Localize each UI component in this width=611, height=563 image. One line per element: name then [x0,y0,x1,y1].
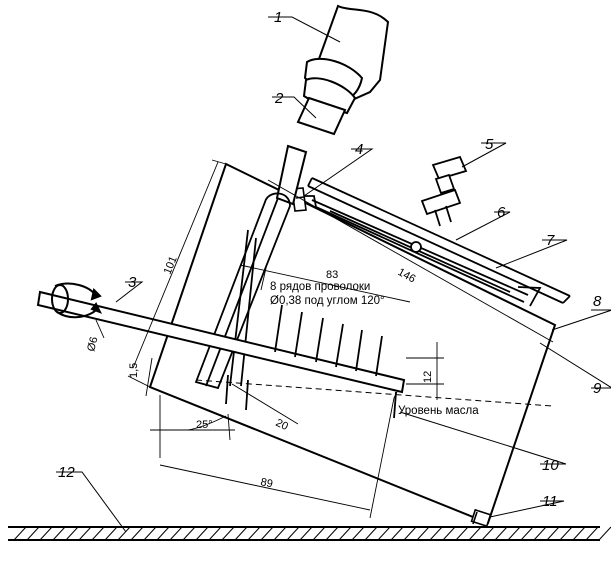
callout-9: 9 [593,380,602,397]
lid-mechanism [300,177,571,307]
hatch-stroke [182,526,196,541]
hatch-stroke [234,526,248,541]
wire-note-line2: Ø0,38 под углом 120° [270,295,385,307]
hatch-stroke [143,526,157,541]
callout-12: 12 [58,464,75,481]
oil-level-label: Уровень масла [398,405,479,417]
hatch-stroke [364,526,378,541]
callout-7: 7 [546,232,555,249]
hatch-stroke [572,526,586,541]
wire-upper [335,323,344,368]
callout-5: 5 [485,136,494,153]
wire-upper [375,335,383,377]
hatch-stroke [585,526,599,541]
dim-25deg: 25° [196,419,213,431]
hatch-stroke [481,526,495,541]
hatch-stroke [13,526,27,541]
wire-upper [355,329,363,372]
hatch-stroke [455,526,469,541]
annotations: 8 рядов проволоки Ø0,38 под углом 120° У… [270,281,479,417]
callout-1: 1 [274,9,282,26]
callout-leaders [56,16,611,533]
hatch-stroke [598,526,611,541]
guide-tube [194,192,291,390]
hatch-stroke [195,526,209,541]
hatch-stroke [39,526,53,541]
dim-12: 12 [422,371,434,383]
wire-lower [225,374,229,405]
dim-146: 146 [396,266,418,285]
wire-note-line1: 8 рядов проволоки [270,281,370,293]
dim-101: 101 [162,255,180,277]
hatch-stroke [494,526,508,541]
floor-surface [8,526,611,541]
hatch-stroke [442,526,456,541]
wire-upper [294,311,303,358]
hatch-stroke [273,526,287,541]
paddle-shaft [36,282,406,394]
hatch-stroke [299,526,313,541]
hatch-stroke [351,526,365,541]
callout-6: 6 [497,204,506,221]
hatch-stroke [507,526,521,541]
wire-lower [393,391,397,419]
callout-2: 2 [274,90,284,107]
dim-89: 89 [259,476,273,490]
hatch-stroke [169,526,183,541]
hatch-stroke [533,526,547,541]
wire-upper [315,317,324,363]
hatch-stroke [429,526,443,541]
hatch-stroke [78,526,92,541]
adjust-screw [420,155,468,227]
hatch-stroke [468,526,482,541]
callout-8: 8 [593,293,602,310]
hatch-stroke [312,526,326,541]
callout-4: 4 [355,141,363,158]
hatch-stroke [559,526,573,541]
dimension-lines [95,159,554,519]
callout-10: 10 [542,457,559,474]
hatch-stroke [104,526,118,541]
hatch-stroke [286,526,300,541]
hatch-stroke [520,526,534,541]
dim-20: 20 [274,417,290,433]
hatch-stroke [260,526,274,541]
hatch-stroke [130,526,144,541]
wire-lower [245,379,249,411]
hatch-stroke [52,526,66,541]
hatch-stroke [208,526,222,541]
dim-83: 83 [326,269,338,281]
wire-rows [225,304,397,419]
hatch-stroke [377,526,391,541]
wire-upper [274,304,283,353]
hatch-stroke [221,526,235,541]
hatch-stroke [403,526,417,541]
hatch-stroke [546,526,560,541]
hatch-stroke [416,526,430,541]
hatch-stroke [65,526,79,541]
support-foot [470,508,492,528]
callout-11: 11 [542,493,558,510]
hatch-stroke [390,526,404,541]
dimension-labels: 101 83 146 Ø6 12 1,5 25° 20 89 [85,255,434,491]
callout-numbers: 1 2 3 4 5 6 7 8 9 10 11 12 [58,9,602,510]
hatch-stroke [26,526,40,541]
dim-6: Ø6 [85,336,100,353]
hatch-stroke [91,526,105,541]
hatch-stroke [247,526,261,541]
hatch-stroke [156,526,170,541]
hatch-stroke [338,526,352,541]
drive-motor [296,4,390,136]
hatch-stroke [325,526,339,541]
dim-1-5: 1,5 [128,363,140,378]
hatch-stroke [117,526,131,541]
callout-3: 3 [128,274,137,291]
